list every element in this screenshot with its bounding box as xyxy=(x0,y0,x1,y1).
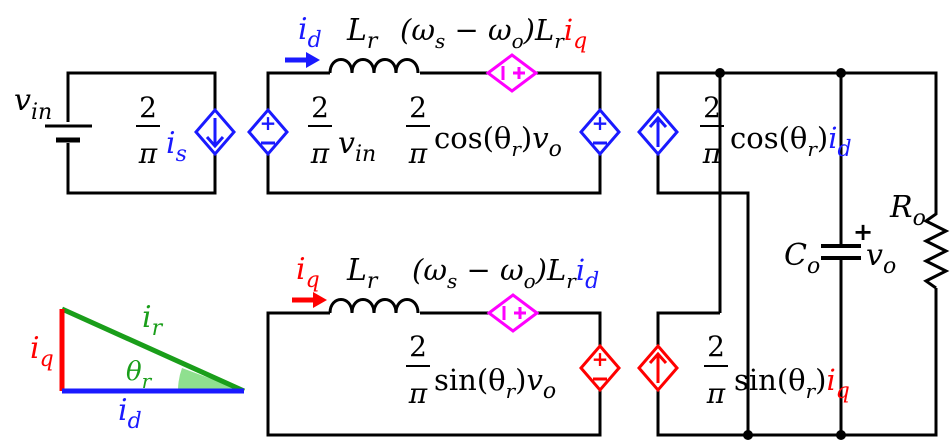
id-label-triangle: id xyxy=(118,393,142,434)
svg-text:is: is xyxy=(166,126,187,167)
iq-label-bottom: iq xyxy=(296,252,320,293)
ir-label: ir xyxy=(142,300,164,341)
cos-id-source-label: 2 π cos(θr)id xyxy=(700,91,852,170)
vin-label: vin xyxy=(14,83,52,125)
cos-vo-source-label: 2 π cos(θr)vo xyxy=(406,91,562,170)
svg-text:2: 2 xyxy=(409,91,427,124)
svg-text:2: 2 xyxy=(311,91,329,124)
iq-label-triangle: iq xyxy=(30,331,54,372)
coupling-top: (ωs − ωo)Lriq xyxy=(400,13,587,54)
input-loop-wires xyxy=(66,71,217,195)
output-network-wires xyxy=(656,71,938,437)
sin-vo-source-label: 2 π sin(θr)vo xyxy=(406,330,556,410)
id-current-arrow xyxy=(285,52,320,68)
voltage-source-cos-vo: + xyxy=(579,107,621,157)
svg-text:sin(θr)iq: sin(θr)iq xyxy=(734,363,850,404)
lr-label-bottom: Lr xyxy=(346,253,379,294)
coupling-source-bottom xyxy=(486,293,540,333)
svg-text:π: π xyxy=(408,377,428,410)
id-label-top: id xyxy=(298,12,322,53)
co-label: Co xyxy=(784,238,820,279)
current-source-cos-id xyxy=(637,107,679,157)
sin-iq-source-label: 2 π sin(θr)iq xyxy=(704,330,850,410)
svg-text:2: 2 xyxy=(707,330,725,363)
svg-text:+: + xyxy=(592,111,609,135)
svg-text:π: π xyxy=(408,137,428,170)
ro-label: Ro xyxy=(889,190,926,231)
svg-text:cos(θr)id: cos(θr)id xyxy=(730,121,852,162)
voltage-source-sin-vo: + xyxy=(579,343,621,393)
svg-text:+: + xyxy=(592,347,609,371)
is-source-label: 2 π is xyxy=(136,91,187,170)
svg-text:2: 2 xyxy=(139,91,157,124)
current-source-sin-iq xyxy=(637,343,679,393)
top-loop-wires xyxy=(266,71,602,195)
svg-text:cos(θr)vo: cos(θr)vo xyxy=(434,121,562,162)
svg-text:vin: vin xyxy=(338,126,376,167)
inductor-bottom xyxy=(328,298,420,314)
vo-plus: + xyxy=(853,218,873,246)
lr-label-top: Lr xyxy=(346,13,379,54)
svg-text:π: π xyxy=(706,377,726,410)
bottom-loop-wires xyxy=(266,311,602,437)
hypotenuse-ir xyxy=(60,306,246,394)
coupling-bottom: (ωs − ωo)Lrid xyxy=(412,253,599,294)
svg-text:sin(θr)vo: sin(θr)vo xyxy=(434,363,556,404)
voltage-source-vin: + xyxy=(247,107,289,157)
phasor-triangle xyxy=(59,306,246,394)
coupling-source-top xyxy=(485,53,539,93)
vin-source-label: 2 π vin xyxy=(308,91,376,170)
inductor-top xyxy=(328,58,420,74)
current-source-is xyxy=(194,107,236,157)
svg-text:π: π xyxy=(702,137,722,170)
theta-r-label: θr xyxy=(126,357,153,393)
iq-current-arrow xyxy=(292,292,327,308)
svg-text:2: 2 xyxy=(409,330,427,363)
vo-label: vo xyxy=(866,238,896,279)
junction-dots xyxy=(715,68,846,440)
output-capacitor xyxy=(818,244,864,260)
svg-text:+: + xyxy=(260,111,277,135)
svg-text:2: 2 xyxy=(703,91,721,124)
svg-text:π: π xyxy=(310,137,330,170)
output-resistor xyxy=(922,208,950,290)
svg-text:π: π xyxy=(138,137,158,170)
input-battery xyxy=(45,124,92,143)
